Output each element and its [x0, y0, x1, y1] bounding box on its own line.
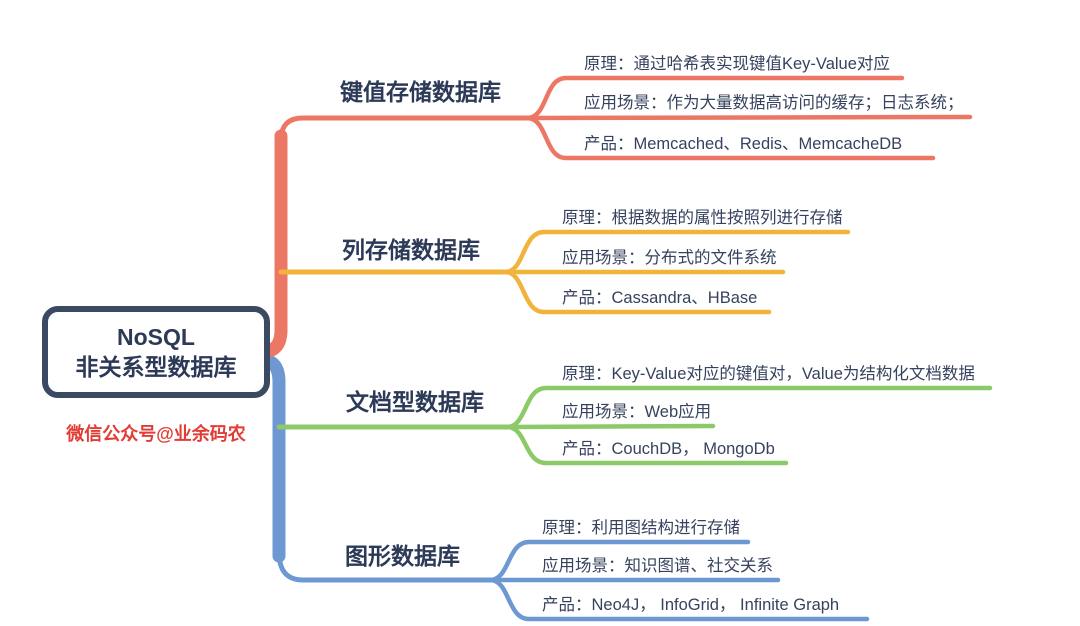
leaf-document-principle: 原理：Key-Value对应的键值对，Value为结构化文档数据 — [562, 365, 975, 383]
leaf-underline-keyvalue-scenario — [524, 114, 973, 121]
leaf-underline-keyvalue-products — [524, 115, 936, 161]
leaf-column-scenario: 应用场景：分布式的文件系统 — [562, 249, 777, 267]
branch-label-graph: 图形数据库 — [345, 543, 460, 569]
root-subtitle: 非关系型数据库 — [75, 353, 237, 380]
leaf-underline-document-scenario — [504, 423, 716, 430]
branch-label-keyvalue: 键值存储数据库 — [340, 79, 501, 105]
watermark-caption: 微信公众号@业余码农 — [66, 424, 246, 444]
leaf-underline-column-products — [502, 269, 772, 315]
branch-line-keyvalue — [278, 115, 530, 143]
leaf-column-products: 产品：Cassandra、HBase — [562, 289, 758, 307]
leaf-graph-scenario: 应用场景：知识图谱、社交关系 — [542, 557, 773, 575]
leaf-keyvalue-principle: 原理：通过哈希表实现键值Key-Value对应 — [584, 55, 890, 73]
leaf-graph-principle: 原理：利用图结构进行存储 — [542, 519, 740, 537]
leaf-column-principle: 原理：根据数据的属性按照列进行存储 — [562, 209, 843, 227]
root-node: NoSQL 非关系型数据库 — [42, 306, 270, 398]
branch-label-column: 列存储数据库 — [342, 237, 480, 263]
leaf-keyvalue-products: 产品：Memcached、Redis、MemcacheDB — [584, 135, 903, 153]
branch-line-graph — [276, 549, 493, 583]
leaf-underline-document-products — [504, 424, 789, 466]
leaf-underline-graph-products — [487, 577, 870, 622]
leaf-keyvalue-scenario: 应用场景：作为大量数据高访问的缓存；日志系统； — [584, 94, 964, 112]
leaf-graph-products: 产品：Neo4J， InfoGrid， Infinite Graph — [542, 596, 840, 614]
leaf-document-scenario: 应用场景：Web应用 — [562, 403, 712, 421]
branch-label-document: 文档型数据库 — [346, 389, 484, 415]
leaf-document-products: 产品：CouchDB， MongoDb — [562, 440, 775, 458]
root-title: NoSQL — [117, 324, 195, 351]
